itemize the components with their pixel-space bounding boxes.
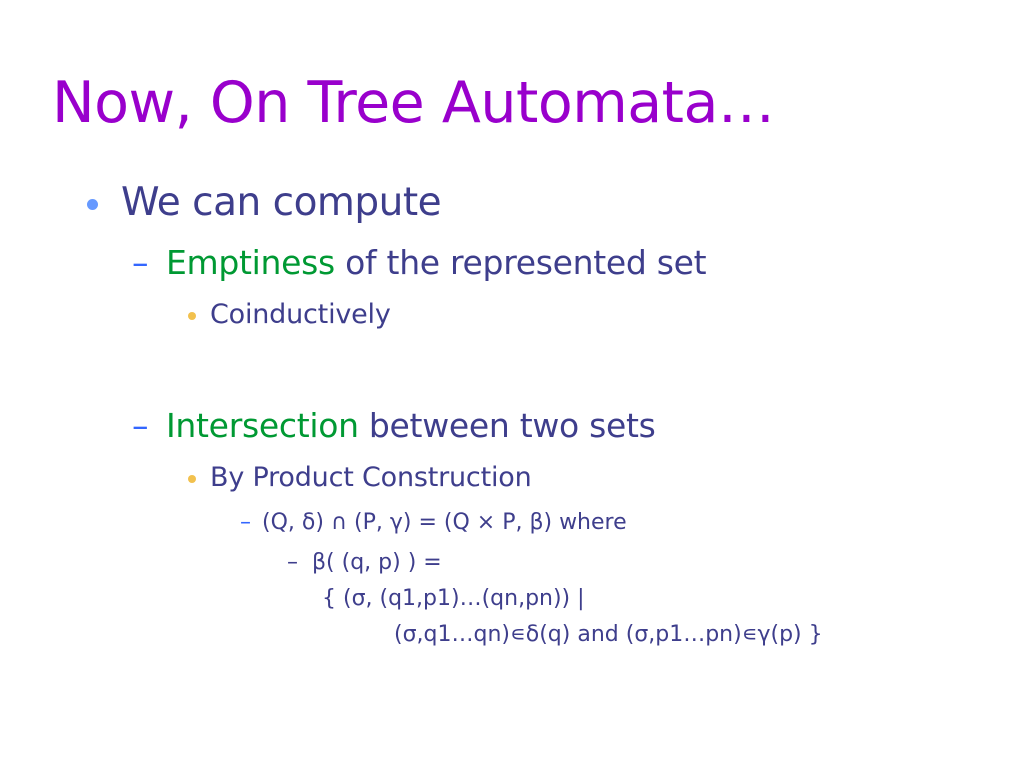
keyword-intersection: Intersection: [166, 406, 359, 445]
item-intersection-definition: (Q, δ) ∩ (P, γ) = (Q × P, β) where: [262, 510, 627, 535]
item-emptiness-rest: of the represented set: [334, 243, 707, 282]
item-coinductively: Coinductively: [210, 299, 391, 330]
keyword-emptiness: Emptiness: [166, 243, 335, 282]
level4-dash-icon: –: [240, 510, 251, 535]
level3-bullet-icon: [188, 475, 196, 483]
item-product-construction: By Product Construction: [210, 462, 532, 493]
item-beta-set: { (σ, (q1,p1)…(qn,pn)) |: [322, 586, 585, 611]
item-emptiness: Emptiness of the represented set: [166, 243, 707, 282]
item-intersection: Intersection between two sets: [166, 406, 656, 445]
item-we-can-compute: We can compute: [121, 180, 442, 225]
item-beta-condition: (σ,q1…qn)∊δ(q) and (σ,p1…pn)∊γ(p) }: [394, 622, 823, 647]
item-intersection-rest: between two sets: [358, 406, 656, 445]
level1-bullet-icon: [87, 199, 98, 210]
level3-bullet-icon: [188, 312, 196, 320]
level2-dash-icon: –: [132, 243, 149, 282]
item-beta-definition: β( (q, p) ) =: [312, 550, 442, 575]
slide-title: Now, On Tree Automata…: [52, 70, 775, 136]
level5-dash-icon: –: [287, 550, 298, 575]
level2-dash-icon: –: [132, 406, 149, 445]
